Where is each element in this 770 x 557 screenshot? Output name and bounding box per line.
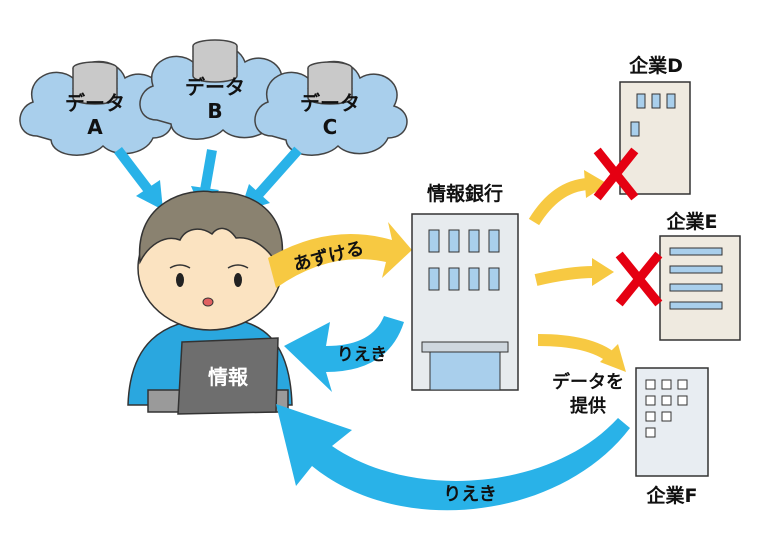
benefit-label-company: りえき: [443, 484, 496, 505]
company-label: 企業E: [666, 210, 718, 233]
benefit-label-bank: りえき: [337, 345, 388, 365]
data-cloud-a: データ A: [19, 60, 173, 156]
cloud-label-line1: データ: [185, 75, 245, 99]
reject-x-icon: [615, 251, 663, 307]
reject-x-icon: [593, 147, 639, 201]
bank-label: 情報銀行: [427, 182, 503, 205]
company-f: 企業F: [635, 367, 709, 507]
company-label: 企業D: [628, 54, 683, 77]
data-cloud-b: データ B: [139, 39, 293, 140]
company-label: 企業F: [646, 484, 698, 507]
deposit-arrow: あずける: [268, 222, 412, 288]
cloud-label-line2: B: [207, 99, 222, 123]
info-bank-building: 情報銀行: [411, 182, 519, 391]
laptop-icon: 情報: [147, 337, 289, 415]
cloud-label-line1: データ: [300, 91, 360, 115]
benefit-arrow-from-company: りえき: [276, 404, 630, 511]
benefit-arrow-from-bank: りえき: [284, 316, 404, 392]
cloud-label-line2: A: [87, 115, 103, 139]
cloud-label-line2: C: [323, 115, 338, 139]
provide-data-label-line2: 提供: [570, 395, 606, 417]
company-d: 企業D: [593, 54, 691, 201]
data-cloud-c: データ C: [254, 60, 408, 156]
laptop-label: 情報: [208, 365, 249, 389]
offer-arrows: [528, 170, 626, 372]
cloud-label-line1: データ: [65, 91, 125, 115]
company-e: 企業E: [615, 210, 741, 341]
provide-data-label-line1: データを: [552, 371, 624, 393]
